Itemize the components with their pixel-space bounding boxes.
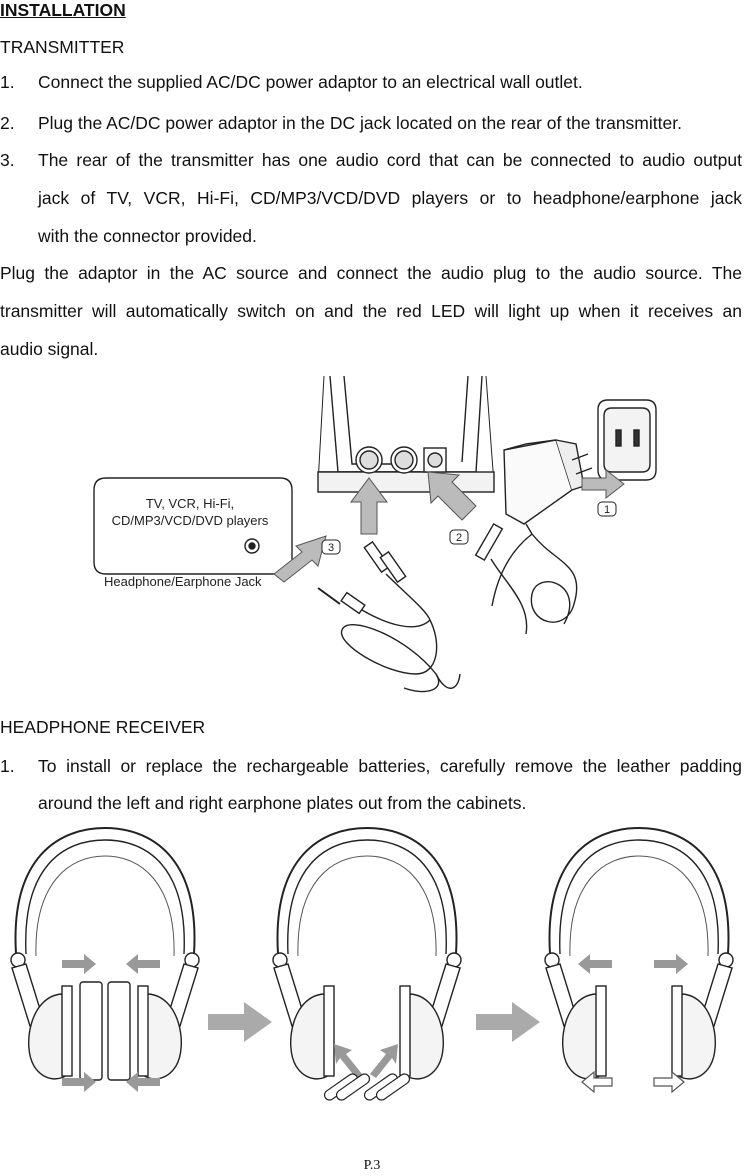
headphone-step-1 [10,827,200,1092]
page-number: P.3 [363,1158,381,1173]
arrow-icon [476,1002,540,1042]
step-number: 2. [0,113,15,133]
paragraph-text: Plug the adaptor in the AC source and co… [0,263,742,283]
step-number: 1. [0,756,15,776]
step-text: Connect the supplied AC/DC power adaptor… [38,72,583,92]
headphone-step-2 [272,827,462,1101]
step-number: 3. [0,150,15,170]
callout-1: 1 [604,504,610,516]
receiver-title: HEADPHONE RECEIVER [0,717,206,737]
paragraph-line-3: audio signal. [0,339,99,359]
arrow-icon [273,468,625,583]
step-text-line: with the connector provided. [38,226,257,246]
step-text-line: To install or replace the rechargeable b… [38,756,742,776]
jack-label: Headphone/Earphone Jack [104,574,262,589]
step-text-line: around the left and right earphone plate… [38,793,527,813]
callout-badges [321,501,617,555]
device-label-line-2: CD/MP3/VCD/DVD players [112,513,269,528]
wall-outlet [597,399,657,481]
dc-plug [474,522,528,635]
device-label-line-1: TV, VCR, Hi-Fi, [146,496,234,511]
arrow-icon [208,1002,272,1042]
audio-source-device [93,477,293,575]
callout-3: 3 [328,542,334,554]
section-heading: INSTALLATION [0,0,126,20]
headphone-battery-diagram [10,827,734,1101]
ac-adaptor [491,439,593,625]
step-number: 1. [0,72,15,92]
transmitter-connection-diagram: TV, VCR, Hi-Fi, CD/MP3/VCD/DVD players H… [93,375,657,693]
callout-2: 2 [456,532,462,544]
paragraph-text: transmitter will automatically switch on… [0,301,742,321]
transmitter-unit [317,375,495,493]
step-text-line: The rear of the transmitter has one audi… [38,150,742,170]
step-text-line: jack of TV, VCR, Hi-Fi, CD/MP3/VCD/DVD p… [38,188,742,208]
transmitter-title: TRANSMITTER [0,37,125,57]
audio-cable [317,540,461,693]
headphone-step-3 [544,827,734,1094]
step-text: Plug the AC/DC power adaptor in the DC j… [38,113,682,133]
battery-icon [323,1073,411,1101]
